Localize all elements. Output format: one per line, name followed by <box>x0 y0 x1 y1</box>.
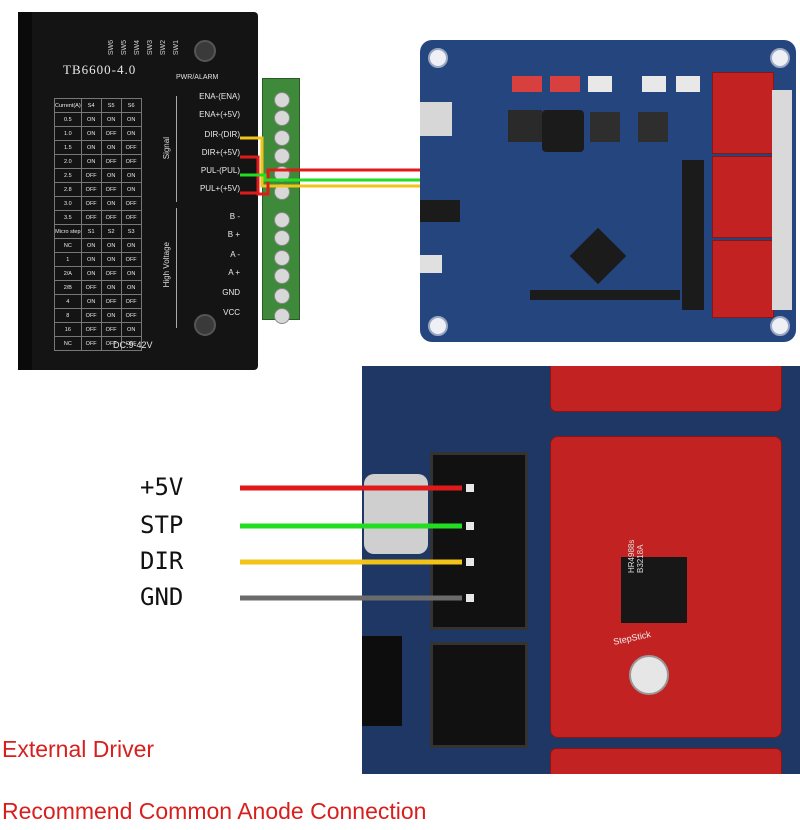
potentiometer-icon <box>629 655 669 695</box>
pin-label: DIR-(DIR) <box>204 130 240 139</box>
table-cell: OFF <box>120 210 142 225</box>
pin-label: VCC <box>223 308 240 317</box>
table-cell: NC <box>54 336 82 351</box>
pin-label: PUL+(+5V) <box>199 184 240 193</box>
terminal-screw-icon <box>274 268 290 284</box>
caption-common-anode: Recommend Common Anode Connection <box>2 798 427 824</box>
header-pin <box>466 522 474 530</box>
wire-label: GND <box>140 583 184 611</box>
heatsink-fin <box>18 12 32 370</box>
terminal-screw-icon <box>274 110 290 126</box>
cnc-shield-board <box>420 40 796 342</box>
terminal-screw-icon <box>274 130 290 146</box>
terminal-screw-icon <box>274 212 290 228</box>
mount-hole <box>770 316 790 336</box>
header-pin <box>466 594 474 602</box>
mount-screw-icon <box>194 314 216 336</box>
mount-hole <box>428 316 448 336</box>
stepper-driver-module <box>712 156 774 238</box>
usb-c-port <box>420 102 452 136</box>
header-pin <box>466 484 474 492</box>
mcu-chip <box>569 227 627 285</box>
pwr-alarm-label: PWR/ALARM <box>176 74 219 81</box>
header <box>420 200 460 222</box>
mount-hole <box>428 48 448 68</box>
motor-connectors <box>772 90 792 310</box>
connector <box>588 76 612 92</box>
wire-label: +5V <box>140 473 184 501</box>
pin-label: ENA+(+5V) <box>199 110 240 119</box>
5v-wire-dir <box>240 155 700 196</box>
driver-ic: HR4988s B3218A <box>621 540 687 623</box>
header-pin <box>466 558 474 566</box>
stepper-driver-module <box>712 72 774 154</box>
pin-label: PUL-(PUL) <box>200 166 240 175</box>
stepper-driver-module <box>550 748 782 774</box>
regulator <box>590 112 620 142</box>
terminal-screw-icon <box>274 92 290 108</box>
driver-model-label: TB6600-4.0 <box>63 62 137 77</box>
stepper-driver-module <box>550 366 782 412</box>
pin-label: DIR+(+5V) <box>201 148 240 157</box>
signal-bracket <box>176 96 177 202</box>
terminal-screw-icon <box>274 250 290 266</box>
regulator <box>508 110 542 142</box>
micro-usb-port <box>420 255 442 273</box>
pin-header <box>530 290 680 300</box>
stepper-driver-module: HR4988s B3218A StepStick <box>550 436 782 738</box>
terminal-screw-icon <box>274 148 290 164</box>
connector <box>642 76 666 92</box>
connector <box>676 76 700 92</box>
pin-label: A + <box>228 268 240 277</box>
tb6600-driver: TB6600-4.0 SW6 SW5 SW4 SW3 SW2 SW1 PWR/A… <box>18 12 258 370</box>
inductor <box>542 110 584 152</box>
stepper-driver-module <box>712 240 774 318</box>
regulator <box>638 112 668 142</box>
pin-header <box>430 642 528 748</box>
pin-label: A - <box>230 250 240 259</box>
table-cell: OFF <box>120 336 142 351</box>
connector <box>550 76 580 92</box>
hv-bracket <box>176 208 177 328</box>
wire-label: DIR <box>140 547 184 575</box>
pin-label: GND <box>222 288 240 297</box>
wire-label: STP <box>140 511 184 539</box>
module-brand: StepStick <box>612 629 652 647</box>
caption-external-driver: External Driver <box>2 736 155 762</box>
terminal-screw-icon <box>274 288 290 304</box>
mount-screw-icon <box>194 40 216 62</box>
pin-label: ENA-(ENA) <box>199 92 240 101</box>
pin-header <box>362 636 402 726</box>
closeup-wires <box>240 484 474 602</box>
terminal-screw-icon <box>274 308 290 324</box>
mount-hole <box>770 48 790 68</box>
pin-label: B + <box>227 230 240 239</box>
pin-label: B - <box>229 212 240 221</box>
connector <box>512 76 542 92</box>
dc-rating-label: DC:9-42V <box>113 340 153 350</box>
pin-header <box>682 160 704 310</box>
terminal-screw-icon <box>274 230 290 246</box>
closeup-photo: HR4988s B3218A StepStick <box>362 366 800 774</box>
